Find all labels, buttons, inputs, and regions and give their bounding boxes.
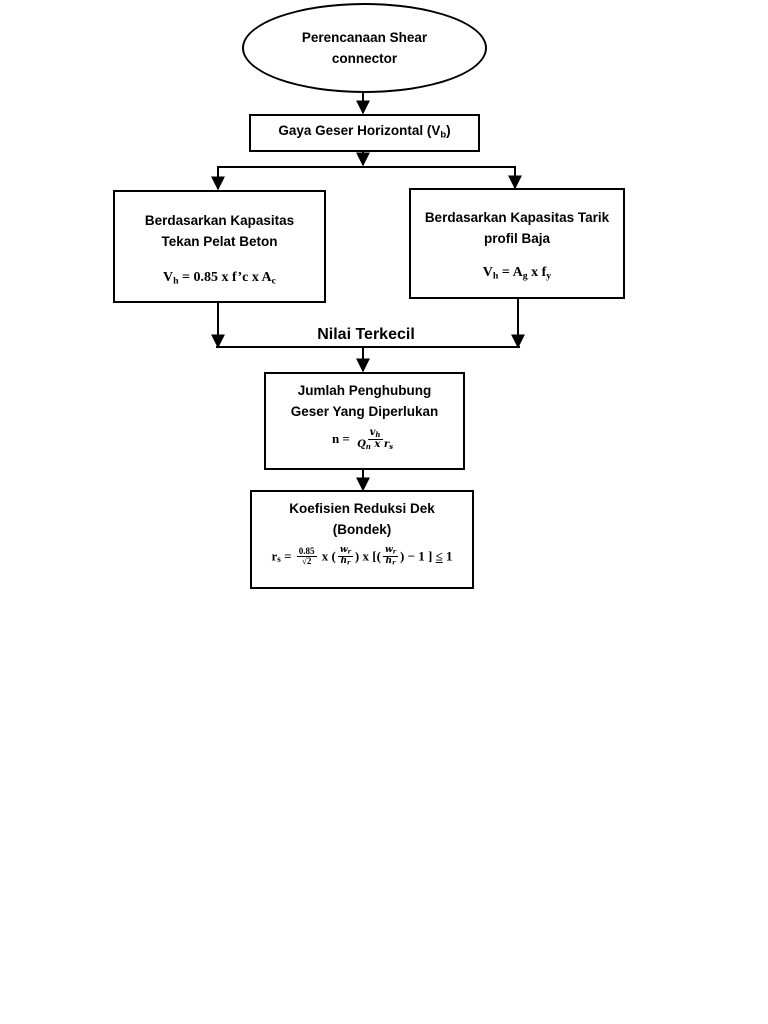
start-line2: connector [331,51,398,66]
merge-label: Nilai Terkecil [317,326,415,343]
jumlah-line2: Geser Yang Diperlukan [290,404,439,419]
right-line2: profil Baja [483,231,550,246]
left-equation: Vh = 0.85 x f’c x Ac [162,270,277,287]
branch-line [217,166,516,188]
jumlah-line1: Jumlah Penghubung [297,383,432,398]
jumlah-equation: n = vh Qn x rs [331,427,394,451]
gaya-geser-label: Gaya Geser Horizontal (Vb) [278,123,451,141]
gaya-geser-node: Gaya Geser Horizontal (Vb) [249,114,480,152]
right-node-kapasitas-tarik: Berdasarkan Kapasitas Tarik profil Baja … [409,188,625,299]
left-node-kapasitas-tekan: Berdasarkan Kapasitas Tekan Pelat Beton … [113,190,326,303]
koef-equation: rs = 0.85 √2 x ( wr hr ) x [( wr hr ) − … [271,545,453,567]
start-line1: Perencanaan Shear [301,30,428,45]
koefisien-node: Koefisien Reduksi Dek (Bondek) rs = 0.85… [250,490,474,589]
left-line1: Berdasarkan Kapasitas [144,213,295,228]
start-node: Perencanaan Shear connector [242,3,487,93]
left-line2: Tekan Pelat Beton [161,234,278,249]
right-line1: Berdasarkan Kapasitas Tarik [424,210,610,225]
koef-line1: Koefisien Reduksi Dek [289,501,435,516]
right-equation: Vh = Ag x fy [482,265,552,282]
koef-line2: (Bondek) [332,522,392,537]
jumlah-node: Jumlah Penghubung Geser Yang Diperlukan … [264,372,465,470]
